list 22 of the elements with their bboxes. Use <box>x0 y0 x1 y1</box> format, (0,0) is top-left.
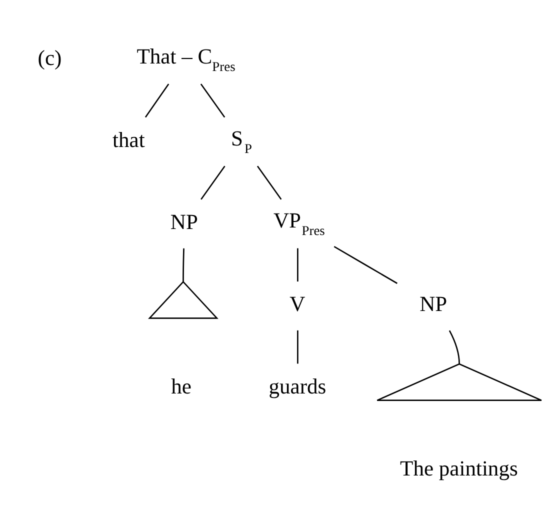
connector <box>297 330 298 364</box>
node-text: V <box>290 292 306 316</box>
node-triangle <box>376 363 542 402</box>
connector <box>448 330 460 364</box>
node-text: guards <box>268 374 326 398</box>
connector <box>200 84 226 118</box>
node-text: he <box>171 374 192 398</box>
connector <box>200 166 226 200</box>
node-text: VP$_{Pres}$ <box>273 208 325 238</box>
connector <box>144 84 170 118</box>
node-text: NP <box>420 292 448 316</box>
connector <box>256 166 282 200</box>
node-text: NP <box>170 210 198 234</box>
connector <box>182 248 184 282</box>
connector <box>334 246 398 284</box>
node-text: that <box>112 128 145 152</box>
connector <box>297 248 298 282</box>
node-triangle <box>148 280 218 319</box>
node-text: S$_{P}$ <box>231 126 252 156</box>
node-text: That – C$_{Pres}$ <box>136 44 236 74</box>
node-text: The paintings <box>400 456 518 480</box>
label: (c) <box>38 46 62 70</box>
